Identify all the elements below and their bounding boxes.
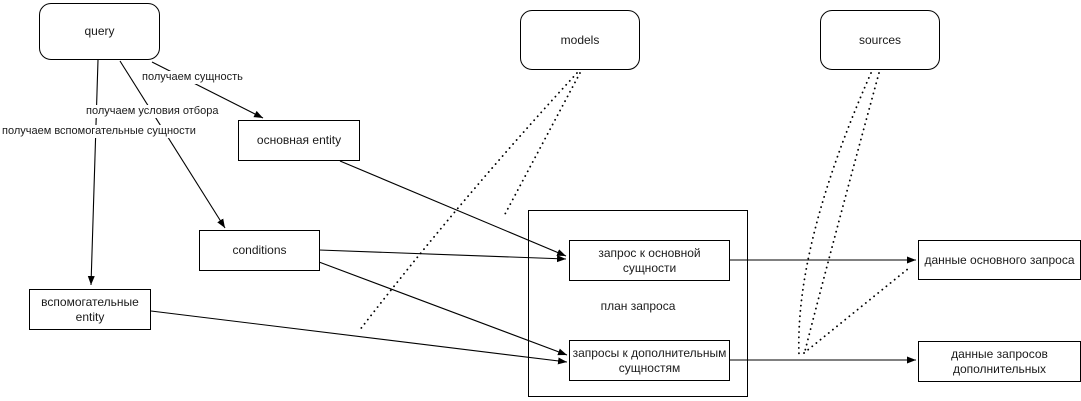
edge-conditions-to-additional-queries — [318, 261, 568, 356]
node-main-query: запрос к основной сущности — [569, 240, 730, 281]
node-query-plan — [528, 210, 748, 397]
node-additional-query-data-line2: дополнительных — [952, 361, 1047, 376]
node-query-label: query — [84, 24, 115, 38]
node-aux-entity-line2: entity — [75, 309, 105, 324]
node-aux-entity: вспомогательные entity — [29, 289, 151, 330]
node-conditions: conditions — [199, 230, 320, 271]
dotted-sources-right — [804, 72, 880, 352]
edge-label-get-aux-entities: получаем вспомогательные сущности — [0, 125, 198, 138]
dotted-junction-to-main-data — [803, 267, 910, 354]
node-query: query — [39, 3, 160, 60]
node-sources: sources — [820, 10, 940, 70]
dotted-models-to-query-plan — [503, 72, 581, 217]
dotted-sources-left — [797, 72, 872, 356]
node-conditions-label: conditions — [232, 243, 287, 257]
node-main-query-data: данные основного запроса — [918, 240, 1081, 280]
edge-query-to-conditions — [119, 60, 226, 229]
edge-label-get-entity: получаем сущность — [140, 71, 245, 84]
node-aux-entity-line1: вспомогательные — [41, 294, 139, 309]
node-models-label: models — [560, 32, 600, 47]
node-main-query-data-label: данные основного запроса — [924, 252, 1075, 267]
node-additional-queries-line2: сущностям — [618, 360, 681, 375]
edge-query-to-aux-entity — [87, 59, 99, 286]
node-main-query-line1: запрос к основной — [598, 245, 701, 260]
node-additional-query-data: данные запросов дополнительных — [918, 341, 1081, 382]
edge-aux-entity-to-additional-queries — [150, 310, 568, 365]
node-main-entity-label: основная entity — [256, 133, 342, 147]
edge-label-get-conditions: получаем условия отбора — [84, 105, 221, 118]
node-additional-query-data-line1: данные запросов — [951, 346, 1048, 361]
node-query-plan-label: план запроса — [600, 299, 676, 313]
edge-conditions-to-main-query — [318, 249, 567, 263]
node-additional-queries-line1: запросы к дополнительным — [572, 345, 727, 360]
node-main-query-line2: сущности — [622, 260, 677, 275]
node-sources-label: sources — [858, 32, 902, 47]
node-additional-queries: запросы к дополнительным сущностям — [569, 340, 730, 381]
node-models: models — [520, 10, 640, 70]
node-main-entity: основная entity — [238, 120, 360, 161]
